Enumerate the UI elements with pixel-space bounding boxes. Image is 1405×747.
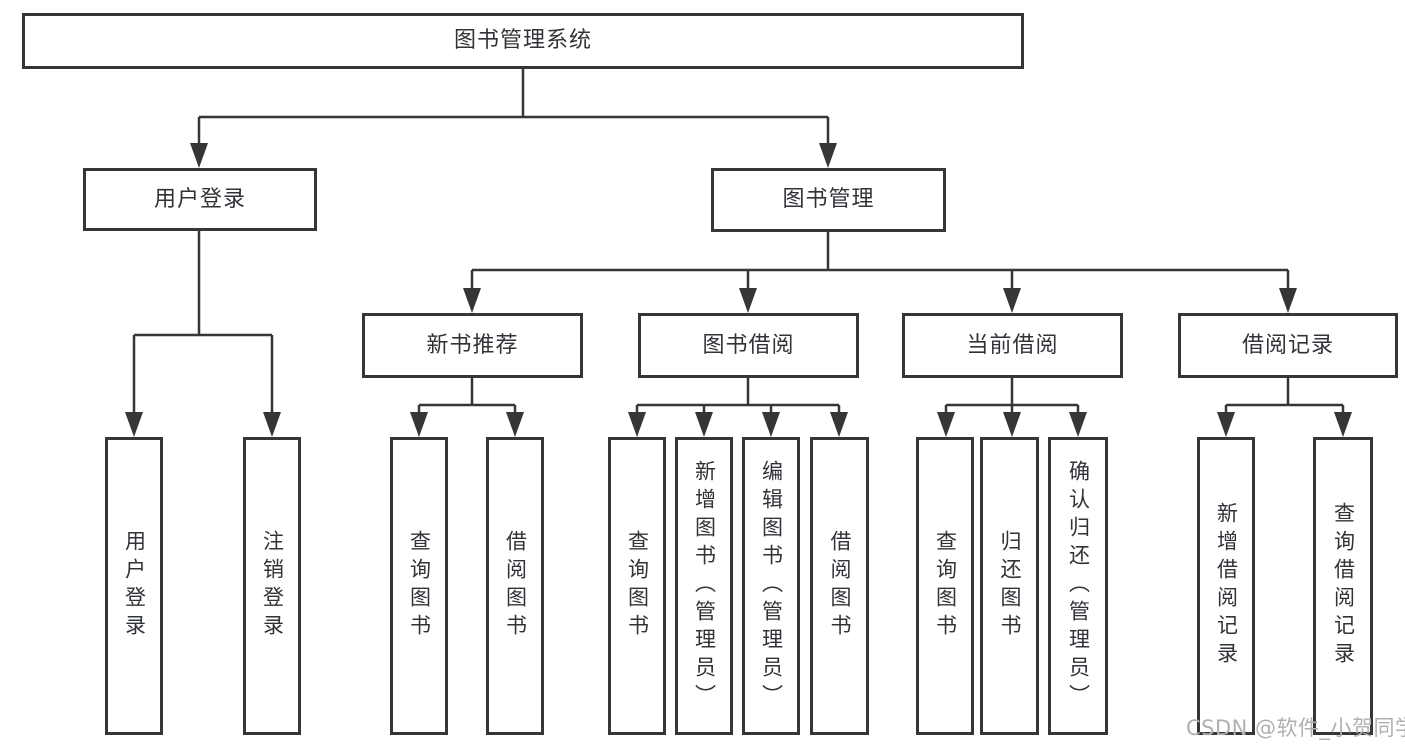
arrowhead-icon bbox=[695, 412, 713, 437]
leaf-add-borrow-record: 新增借阅记录 bbox=[1197, 437, 1255, 735]
node-book-borrowing: 图书借阅 bbox=[638, 313, 859, 378]
arrowhead-icon bbox=[1334, 412, 1352, 437]
node-borrowing-records: 借阅记录 bbox=[1178, 313, 1398, 378]
arrowhead-icon bbox=[762, 412, 780, 437]
arrowhead-icon bbox=[1069, 412, 1087, 437]
leaf-confirm-return-admin: 确认归还（管理员） bbox=[1048, 437, 1108, 735]
leaf-query-books: 查询图书 bbox=[916, 437, 974, 735]
arrowhead-icon bbox=[463, 288, 481, 313]
leaf-return-books: 归还图书 bbox=[980, 437, 1039, 735]
arrowhead-icon bbox=[190, 143, 208, 168]
leaf-query-borrow-record: 查询借阅记录 bbox=[1313, 437, 1373, 735]
leaf-borrow-books: 借阅图书 bbox=[486, 437, 544, 735]
node-book-management: 图书管理 bbox=[711, 168, 946, 232]
leaf-logout: 注销登录 bbox=[243, 437, 301, 735]
leaf-query-books: 查询图书 bbox=[390, 437, 448, 735]
arrowhead-icon bbox=[506, 412, 524, 437]
arrowheads bbox=[125, 143, 1352, 437]
node-new-book-recommendation: 新书推荐 bbox=[362, 313, 583, 378]
leaf-query-books: 查询图书 bbox=[608, 437, 666, 735]
arrowhead-icon bbox=[1217, 412, 1235, 437]
node-library-management-system: 图书管理系统 bbox=[22, 13, 1024, 69]
arrowhead-icon bbox=[125, 412, 143, 437]
leaf-borrow-books: 借阅图书 bbox=[810, 437, 869, 735]
arrowhead-icon bbox=[628, 412, 646, 437]
arrowhead-icon bbox=[1279, 288, 1297, 313]
arrowhead-icon bbox=[410, 412, 428, 437]
node-user-login: 用户登录 bbox=[83, 168, 317, 231]
arrowhead-icon bbox=[263, 412, 281, 437]
leaf-add-books-admin: 新增图书（管理员） bbox=[675, 437, 733, 735]
arrowhead-icon bbox=[937, 412, 955, 437]
arrowhead-icon bbox=[819, 143, 837, 168]
arrowhead-icon bbox=[1003, 412, 1021, 437]
arrowhead-icon bbox=[739, 288, 757, 313]
leaf-user-login: 用户登录 bbox=[105, 437, 163, 735]
node-current-borrowing: 当前借阅 bbox=[902, 313, 1123, 378]
arrowhead-icon bbox=[1003, 288, 1021, 313]
arrowhead-icon bbox=[830, 412, 848, 437]
leaf-edit-books-admin: 编辑图书（管理员） bbox=[742, 437, 800, 735]
arrow-stems bbox=[132, 117, 1345, 415]
tree-lines bbox=[134, 69, 1343, 407]
watermark: CSDN @软件_小贺同学 bbox=[1186, 716, 1405, 740]
